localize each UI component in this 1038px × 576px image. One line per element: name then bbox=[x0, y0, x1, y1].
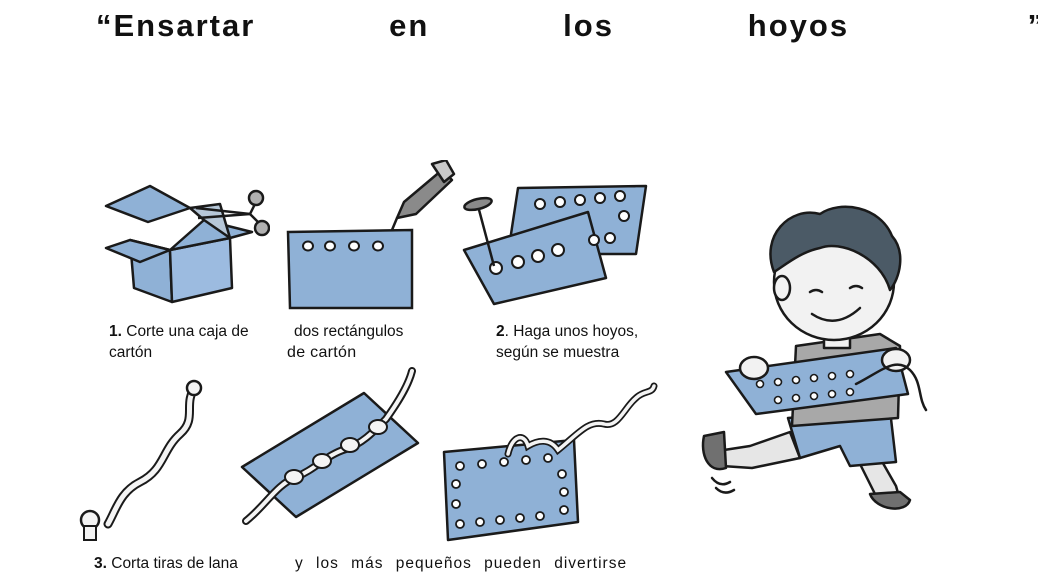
step2-text-line2: según se muestra bbox=[496, 344, 620, 361]
box-scissors-icon bbox=[104, 184, 270, 304]
step2-text: . Haga unos hoyos, bbox=[504, 323, 639, 340]
middle-text-line2: de cartón bbox=[287, 344, 357, 361]
step2-number: 2 bbox=[496, 323, 505, 340]
middle-text-line1: dos rectángulos bbox=[294, 323, 404, 340]
laced-card-icon bbox=[240, 367, 420, 525]
step1-caption: 1. Corte una caja de cartón bbox=[109, 321, 249, 363]
laced-card-border-icon bbox=[442, 382, 658, 542]
middle-caption: dos rectángulos de cartón bbox=[287, 321, 404, 363]
card-punch-icon bbox=[462, 184, 648, 306]
step2-caption: 2. Haga unos hoyos, según se muestra bbox=[496, 321, 638, 363]
step3-text: Corta tiras de lana bbox=[106, 555, 238, 572]
step3-caption: 3. Corta tiras de lana bbox=[94, 553, 238, 574]
bottom-caption: y los más pequeños pueden divertirse bbox=[295, 555, 628, 572]
page-title: “Ensartar en los hoyos ” bbox=[96, 8, 1038, 43]
child-playing-icon bbox=[701, 205, 928, 510]
step1-text-line2: cartón bbox=[109, 344, 153, 361]
card-pen-icon bbox=[286, 160, 456, 310]
yarn-icon bbox=[79, 379, 203, 541]
step1-number: 1. bbox=[109, 323, 122, 340]
step3-number: 3. bbox=[94, 555, 107, 572]
step1-text: Corte una caja de bbox=[121, 323, 249, 340]
